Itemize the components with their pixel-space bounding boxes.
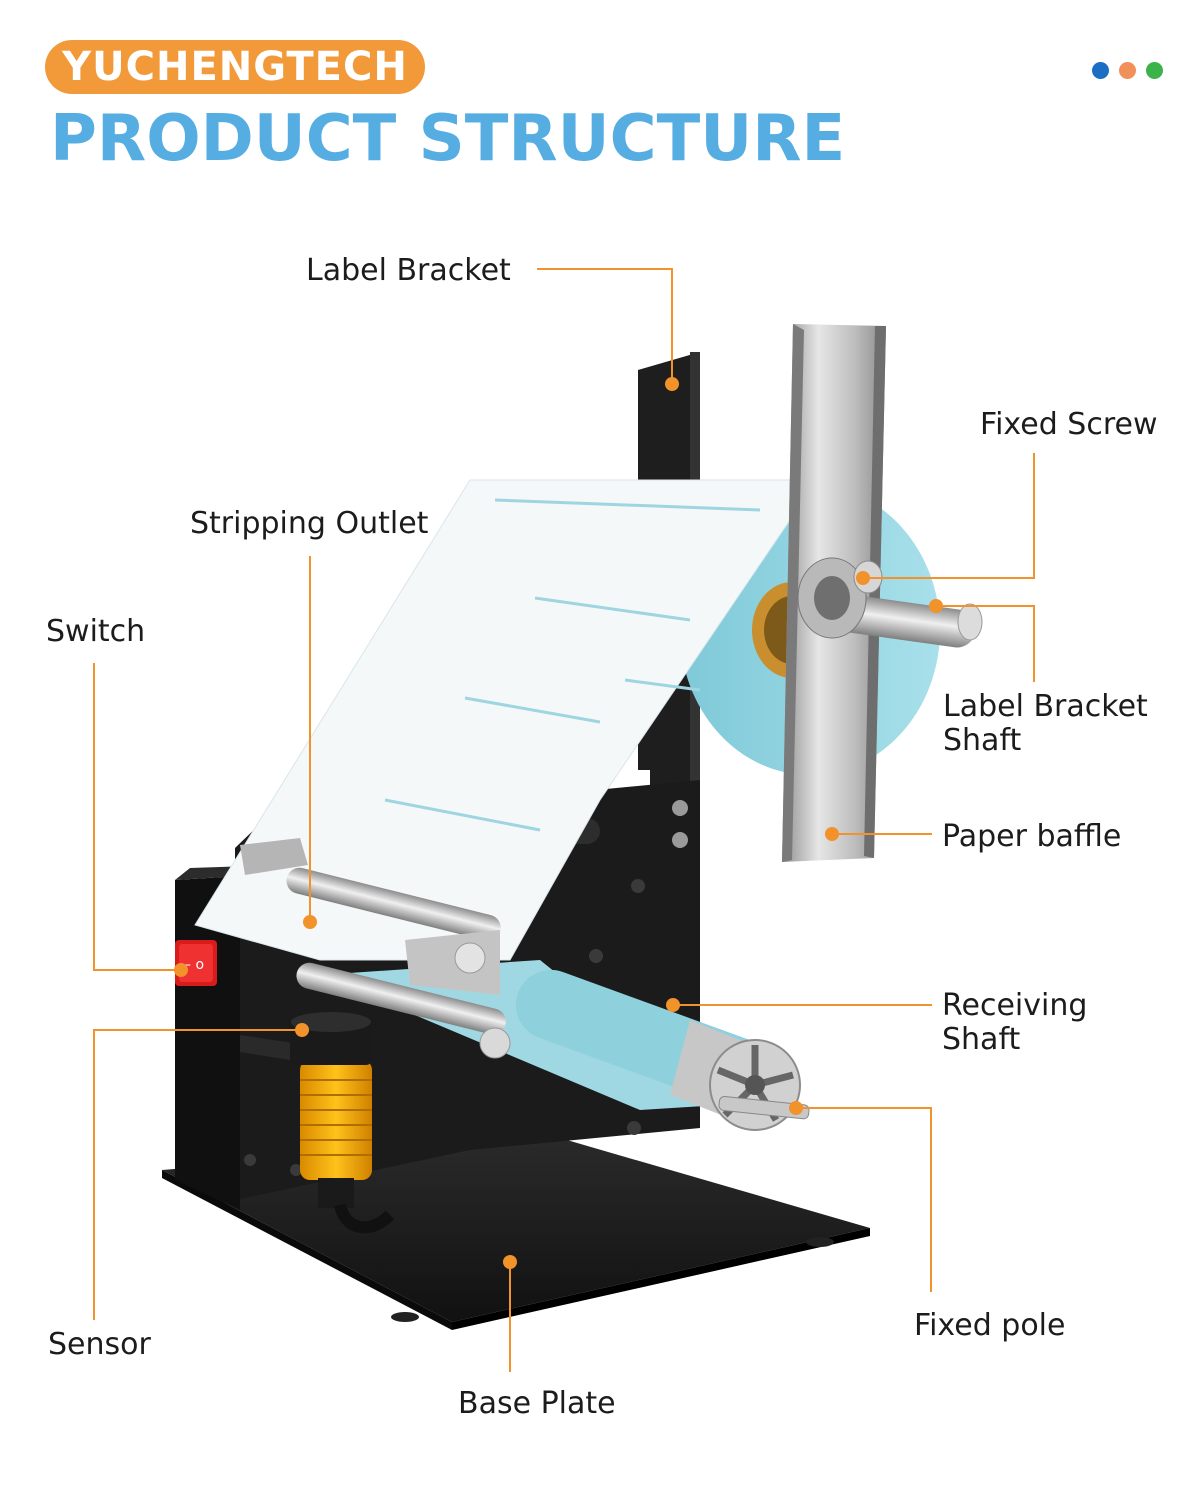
marker-label-bracket-shaft [929, 599, 943, 613]
brand-name: YUCHENGTECH [62, 44, 408, 90]
fixed-screw-label: Fixed Screw [980, 407, 1158, 442]
label-bracket-shaft-label: Label Bracket Shaft [943, 690, 1148, 758]
sensor-label: Sensor [48, 1327, 151, 1362]
label-bracket-shaft-line2: Shaft [943, 723, 1022, 758]
marker-base-plate [503, 1255, 517, 1269]
receiving-shaft-label: Receiving Shaft [942, 989, 1087, 1057]
marker-paper-baffle [825, 827, 839, 841]
marker-sensor [295, 1023, 309, 1037]
brand-badge: YUCHENGTECH [45, 40, 425, 94]
leader-sensor [93, 1029, 302, 1320]
svg-text:– o: – o [184, 957, 204, 973]
marker-fixed-screw [856, 571, 870, 585]
marker-label-bracket [665, 377, 679, 391]
marker-stripping-outlet [303, 915, 317, 929]
stripping-outlet-label: Stripping Outlet [190, 506, 429, 541]
label-bracket-shaft-line1: Label Bracket [943, 689, 1148, 724]
label-bracket-label: Label Bracket [306, 253, 511, 288]
fixed-pole-label: Fixed pole [914, 1308, 1066, 1343]
leader-label-bracket [537, 268, 673, 384]
leader-fixed-pole [796, 1107, 932, 1292]
dot-blue [1092, 62, 1109, 79]
receiving-shaft-line2: Shaft [942, 1022, 1021, 1057]
leader-switch [93, 663, 181, 971]
dot-orange [1119, 62, 1136, 79]
paper-baffle-label: Paper baffle [942, 819, 1122, 854]
base-plate-label: Base Plate [458, 1386, 616, 1421]
receiving-shaft-line1: Receiving [942, 988, 1088, 1023]
page-title: PRODUCT STRUCTURE [50, 102, 846, 176]
marker-fixed-pole [789, 1101, 803, 1115]
switch-label: Switch [46, 614, 146, 649]
dot-green [1146, 62, 1163, 79]
marker-receiving-shaft [666, 998, 680, 1012]
leader-fixed-screw [863, 453, 1035, 579]
sensor-shape [300, 1060, 372, 1180]
decor-dots [1092, 62, 1163, 79]
marker-switch [174, 963, 188, 977]
leader-label-bracket-shaft [936, 605, 1035, 682]
